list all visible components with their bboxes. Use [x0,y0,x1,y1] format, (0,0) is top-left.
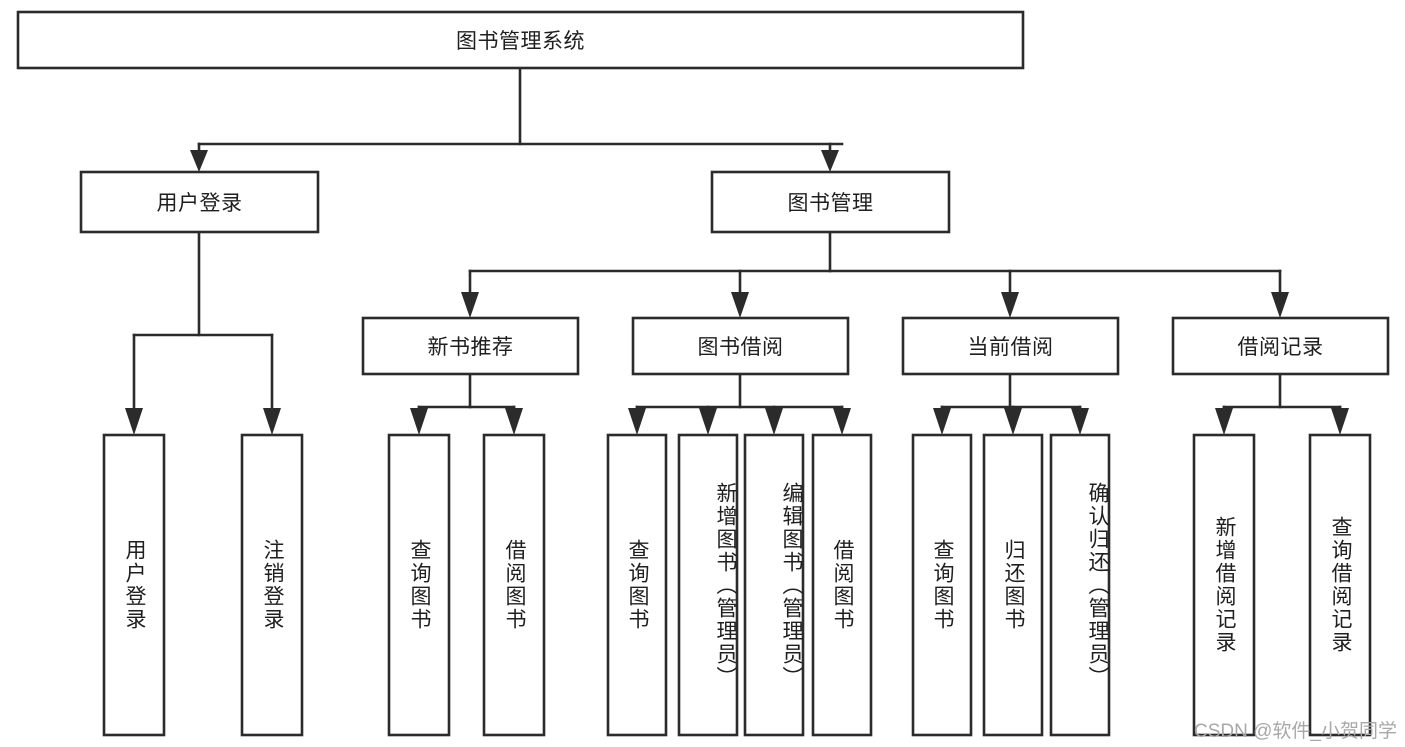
node-book-borrow[interactable] [633,318,848,374]
node-box-leaf-confirm-return[interactable] [1049,433,1111,737]
connector-group-borrow-record-to-leaves [1215,372,1349,435]
csdn-watermark: CSDN @软件_小贺同学 [1194,721,1397,742]
arrow-head-leaf-borrow-book-rec [505,408,523,435]
node-leaf-borrow-book-rec[interactable] [484,435,544,735]
arrow-head-borrow-record [1271,292,1289,318]
connector-group-book-manage-to-level2 [461,230,1289,318]
node-box-borrow-record[interactable] [1171,316,1390,376]
node-box-leaf-query-book-current[interactable] [911,433,973,737]
node-box-user-login[interactable] [79,170,320,234]
arrow-head-leaf-edit-book [765,408,783,435]
node-box-current-borrow[interactable] [901,316,1120,376]
arrow-head-book-borrow [731,292,749,318]
node-leaf-query-book-rec[interactable] [389,435,449,735]
node-leaf-user-logout[interactable] [242,435,302,735]
node-leaf-query-book-current[interactable] [913,435,971,735]
connector-group-root-to-level1 [190,66,844,172]
node-root[interactable] [18,12,1023,68]
node-box-leaf-add-record[interactable] [1192,433,1256,737]
arrow-head-leaf-user-logout [263,408,281,435]
node-leaf-add-record[interactable] [1194,435,1254,735]
node-new-book-recommend[interactable] [363,318,578,374]
arrow-head-user-login [190,150,208,172]
arrow-head-leaf-query-book-rec [410,408,428,435]
node-box-root[interactable] [16,10,1025,70]
arrow-head-new-book-recommend [461,292,479,318]
arrow-head-leaf-query-record [1331,408,1349,435]
node-box-book-manage[interactable] [710,170,951,234]
node-book-manage[interactable] [712,172,949,232]
node-box-leaf-return-book[interactable] [982,433,1044,737]
arrow-head-leaf-borrow-book [833,408,851,435]
node-borrow-record[interactable] [1173,318,1388,374]
node-box-leaf-edit-book[interactable] [743,433,805,737]
arrow-head-leaf-query-book-current [933,408,951,435]
arrow-head-leaf-user-login [125,408,143,435]
node-leaf-confirm-return[interactable] [1051,435,1109,735]
connector-group-book-borrow-to-leaves [628,372,851,435]
node-box-leaf-add-book[interactable] [677,433,739,737]
arrow-head-leaf-confirm-return [1071,408,1089,435]
node-box-leaf-user-logout[interactable] [240,433,304,737]
node-leaf-borrow-book[interactable] [813,435,871,735]
arrow-head-leaf-query-book-borrow [628,408,646,435]
node-box-leaf-borrow-book-rec[interactable] [482,433,546,737]
node-current-borrow[interactable] [903,318,1118,374]
node-leaf-query-book-borrow[interactable] [608,435,666,735]
node-box-leaf-query-record[interactable] [1308,433,1372,737]
node-leaf-query-record[interactable] [1310,435,1370,735]
node-box-leaf-borrow-book[interactable] [811,433,873,737]
node-leaf-add-book[interactable] [679,435,737,735]
node-box-leaf-query-book-borrow[interactable] [606,433,668,737]
node-leaf-edit-book[interactable] [745,435,803,735]
node-leaf-user-login[interactable] [104,435,164,735]
node-box-leaf-query-book-rec[interactable] [387,433,451,737]
node-leaf-return-book[interactable] [984,435,1042,735]
arrow-head-book-manage [821,150,839,172]
node-user-login[interactable] [81,172,318,232]
node-box-new-book-recommend[interactable] [361,316,580,376]
connector-group-new-book-recommend-to-leaves [410,372,523,435]
node-box-leaf-user-login[interactable] [102,433,166,737]
arrow-head-current-borrow [1001,292,1019,318]
connector-group-current-borrow-to-leaves [933,372,1089,435]
node-box-book-borrow[interactable] [631,316,850,376]
arrow-head-leaf-return-book [1004,408,1022,435]
connector-group-user-login-to-leaves [125,230,281,435]
arrow-head-leaf-add-book [699,408,717,435]
arrow-head-leaf-add-record [1215,408,1233,435]
